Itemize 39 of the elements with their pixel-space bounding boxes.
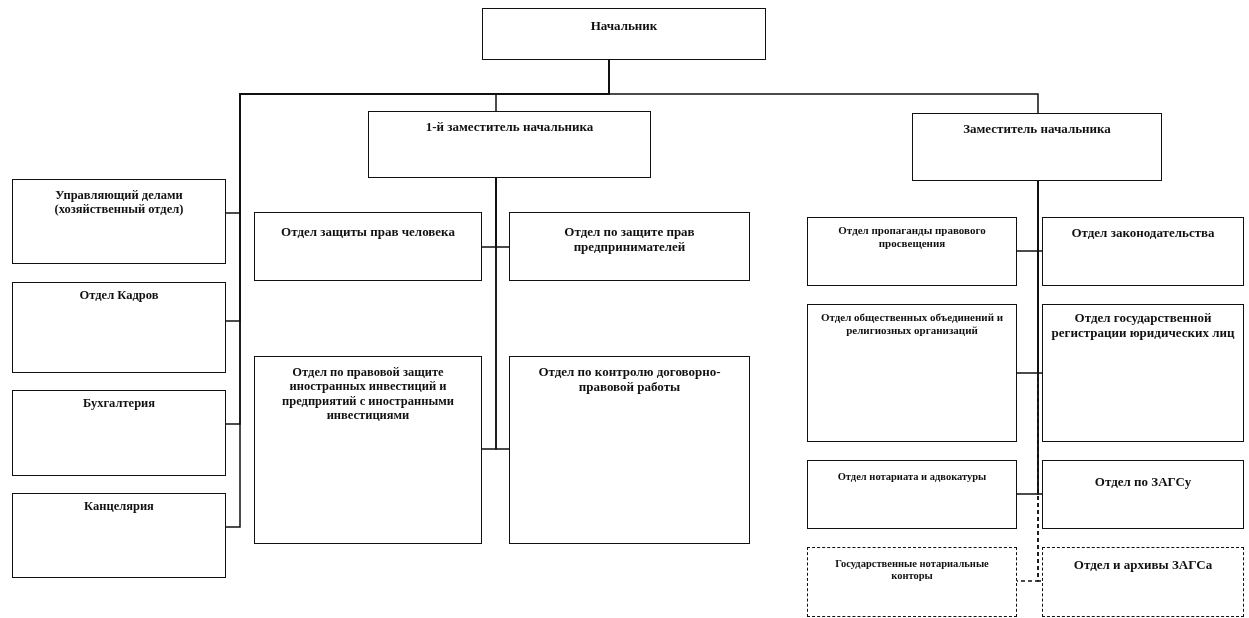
department-name: Отдел государственной регистрации юридических лиц xyxy=(1050,311,1236,341)
department-box xyxy=(1042,217,1244,286)
department-name: Отдел общественных объединений и религиозных организаций xyxy=(819,311,1005,337)
department-box xyxy=(912,113,1162,181)
department-name: Отдел по правовой защите иностранных инвестиций и предприятий с иностранными инвестициями xyxy=(281,365,455,423)
department-name: 1-й заместитель начальника xyxy=(424,120,595,135)
department-name: Отдел защиты прав человека xyxy=(280,225,456,240)
department-box xyxy=(1042,460,1244,529)
department-name: Отдел по контролю договорно-правовой работы xyxy=(537,365,722,395)
department-name: Начальник xyxy=(589,19,659,34)
department-name: Управляющий делами (хозяйственный отдел) xyxy=(53,188,185,217)
department-box xyxy=(12,179,226,264)
department-box xyxy=(368,111,651,178)
department-box xyxy=(12,282,226,373)
department-box xyxy=(807,217,1017,286)
department-box xyxy=(482,8,766,60)
department-box xyxy=(509,356,750,544)
department-box xyxy=(509,212,750,281)
department-box xyxy=(254,212,482,281)
department-name: Бухгалтерия xyxy=(81,396,157,411)
department-box xyxy=(807,460,1017,529)
department-box xyxy=(807,547,1017,617)
department-name: Отдел по защите прав предпринимателей xyxy=(563,225,696,255)
department-name: Отдел по ЗАГСу xyxy=(1093,475,1193,490)
department-box xyxy=(807,304,1017,442)
department-name: Отдел Кадров xyxy=(78,288,160,303)
department-box xyxy=(254,356,482,544)
department-box xyxy=(12,493,226,578)
department-name: Государственные нотариальные конторы xyxy=(834,558,990,583)
department-name: Отдел законодательства xyxy=(1070,226,1216,241)
connector-line xyxy=(495,177,510,450)
department-name: Заместитель начальника xyxy=(962,122,1112,137)
department-box xyxy=(1042,547,1244,617)
department-name: Канцелярия xyxy=(83,499,155,514)
department-name: Отдел пропаганды правового просвещения xyxy=(837,224,987,250)
department-box xyxy=(1042,304,1244,442)
department-name: Отдел нотариата и адвокатуры xyxy=(836,471,988,484)
department-box xyxy=(12,390,226,476)
department-name: Отдел и архивы ЗАГСа xyxy=(1072,558,1214,573)
